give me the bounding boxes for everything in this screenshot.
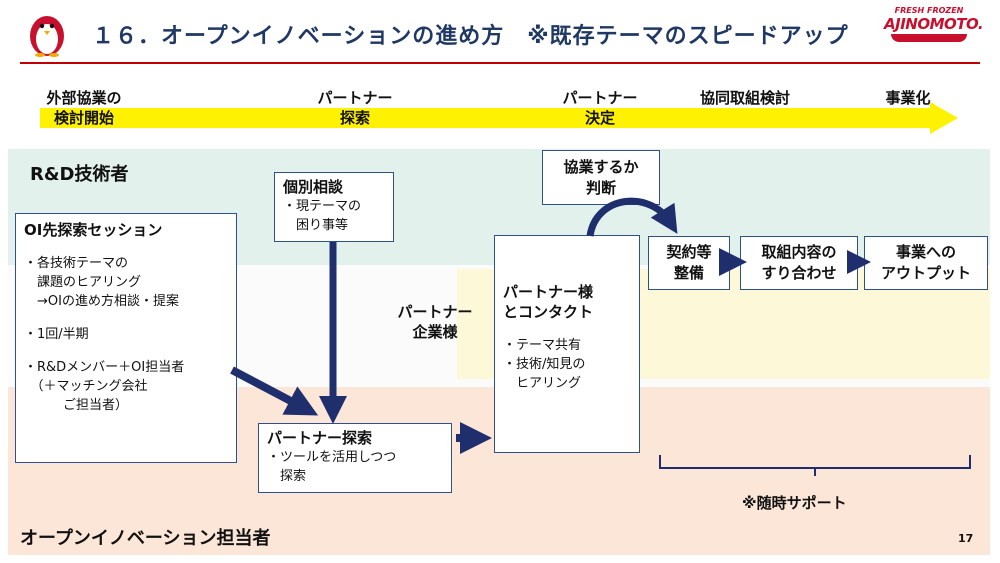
oi-session-line: →OIの進め方相談・提案: [24, 294, 179, 309]
timeline-stage-joint-text: 協同取組検討: [699, 89, 790, 107]
timeline-stage-start-line1: 外部協業の検討開始: [46, 89, 122, 127]
align-title: 取組内容のすり合わせ: [761, 243, 837, 282]
oi-session-line: [24, 344, 228, 358]
partner-contact-title: パートナー様とコンタクト: [503, 283, 594, 321]
oi-session-line: ・R&Dメンバー＋OI担当者: [24, 360, 185, 375]
rd-engineer-label: R&D技術者: [30, 164, 129, 185]
brand-logo: FRESH FROZEN AJINOMOTO.: [884, 6, 984, 42]
timeline-stage-search: パートナー探索: [300, 88, 410, 128]
oi-session-line: ・1回/半期: [24, 327, 89, 342]
support-label: ※随時サポート: [742, 494, 847, 512]
page-number: 17: [958, 532, 974, 545]
brand-name: AJINOMOTO.: [884, 15, 984, 33]
partner-search-line: ・ツールを活用しつつ: [267, 450, 397, 465]
partner-search-box: パートナー探索 ・ツールを活用しつつ 探索: [258, 423, 452, 493]
penguin-mascot-icon: [30, 16, 64, 57]
partner-contact-box: パートナー様とコンタクト ・テーマ共有 ・技術/知見の ヒアリング: [494, 235, 640, 453]
partner-contact-line: ヒアリング: [503, 376, 582, 391]
partner-contact-line: ・テーマ共有: [503, 338, 582, 353]
partner-company-label: パートナー企業様: [380, 302, 490, 342]
judge-box: 協業するか判断: [542, 150, 660, 205]
align-box: 取組内容のすり合わせ: [740, 236, 858, 290]
timeline-stage-decide-text: パートナー決定: [562, 89, 638, 127]
partner-contact-line: ・技術/知見の: [503, 357, 586, 372]
timeline-stage-business-text: 事業化: [885, 89, 931, 107]
individual-consult-box: 個別相談 ・現テーマの 困り事等: [274, 172, 394, 242]
output-box: 事業へのアウトプット: [864, 236, 988, 290]
judge-title: 協業するか判断: [563, 157, 639, 197]
partner-search-line: 探索: [267, 469, 307, 484]
brand-swoosh: [891, 34, 967, 42]
oi-session-body: ・各技術テーマの 課題のヒアリング →OIの進め方相談・提案 ・1回/半期 ・R…: [24, 254, 228, 415]
output-title: 事業へのアウトプット: [880, 243, 971, 282]
page-title: １６．オープンイノベーションの進め方 ※既存テーマのスピードアップ: [92, 24, 849, 49]
timeline-stage-search-text: パートナー探索: [317, 89, 393, 127]
contract-box: 契約等整備: [648, 236, 730, 290]
oi-session-box: OI先探索セッション ・各技術テーマの 課題のヒアリング →OIの進め方相談・提…: [15, 213, 237, 463]
oi-session-line: [24, 311, 228, 325]
header-divider: [20, 62, 980, 64]
consult-line: ・現テーマの: [283, 199, 362, 214]
partner-search-title: パートナー探索: [267, 429, 373, 447]
brand-tagline: FRESH FROZEN: [894, 6, 964, 15]
oi-staff-label: オープンイノベーション担当者: [20, 528, 271, 549]
consult-title: 個別相談: [283, 178, 344, 196]
timeline-stage-decide: パートナー決定: [545, 88, 655, 128]
timeline-stage-joint: 協同取組検討: [680, 88, 810, 108]
partner-company-label-text: パートナー企業様: [397, 303, 473, 341]
oi-session-line: ・各技術テーマの: [24, 256, 129, 271]
oi-session-line: ご担当者）: [24, 398, 129, 413]
oi-session-line: 課題のヒアリング: [24, 275, 142, 290]
consult-line: 困り事等: [283, 218, 349, 233]
timeline-stage-business: 事業化: [868, 88, 948, 108]
contract-title: 契約等整備: [666, 243, 712, 282]
oi-session-line: （＋マッチング会社: [24, 379, 148, 394]
timeline-stage-start: 外部協業の検討開始: [28, 88, 140, 128]
oi-session-title: OI先探索セッション: [24, 221, 163, 239]
partner-contact-body: ・テーマ共有 ・技術/知見の ヒアリング: [503, 336, 631, 393]
